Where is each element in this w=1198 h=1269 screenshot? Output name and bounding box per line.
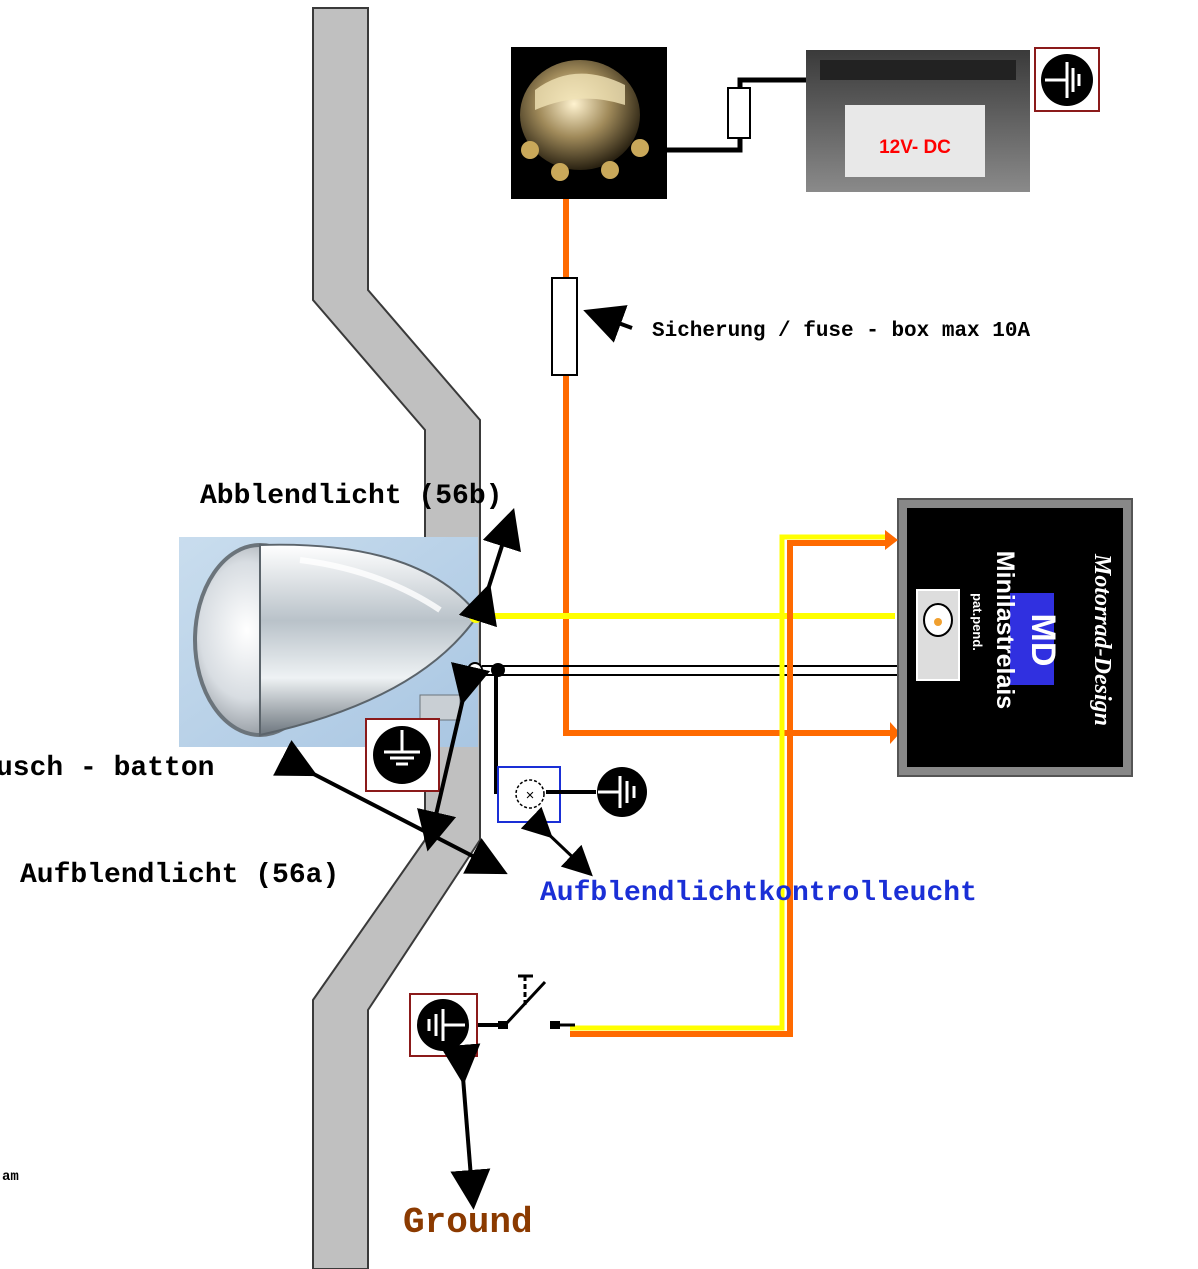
fuse-icon <box>727 87 751 139</box>
ground-symbol-icon <box>597 767 647 817</box>
switch-wire-orange <box>570 540 885 1037</box>
relay-note: pat.pend. <box>970 593 985 651</box>
ground-label: Ground <box>403 1202 533 1243</box>
fuse-label: Sicherung / fuse - box max 10A <box>652 320 1030 343</box>
relay-brand: Motorrad-Design <box>1089 553 1115 726</box>
relay-logo: MD <box>1024 614 1062 667</box>
headlight-icon <box>179 537 480 747</box>
lamp-indicator-icon: × <box>497 766 596 823</box>
switch-wire-yellow <box>570 534 885 1031</box>
battery-icon: 12V- DC <box>806 50 1030 192</box>
low-beam-label: Abblendlicht (56b) <box>200 481 502 512</box>
relay-product: Minilastrelais <box>991 551 1019 709</box>
svg-text:×: × <box>526 787 535 804</box>
battery-label: 12V- DC <box>879 137 951 158</box>
ground-symbol-icon <box>409 993 478 1057</box>
high-beam-label: Aufblendlicht (56a) <box>20 860 339 891</box>
push-button-label: usch - batton <box>0 753 214 784</box>
solenoid-icon <box>511 47 667 199</box>
relay-module-icon: MD Minilastrelais pat.pend. Motorrad-Des… <box>897 498 1133 777</box>
frame-tube <box>312 7 481 1269</box>
push-switch-icon <box>478 974 575 1029</box>
ground-symbol-icon <box>1034 47 1100 112</box>
partial-left-label: am <box>2 1169 19 1185</box>
fuse-box <box>551 277 578 376</box>
indicator-label: Aufblendlichtkontrolleucht <box>540 878 977 909</box>
power-wire-main <box>563 199 890 736</box>
ground-symbol-icon <box>365 718 440 792</box>
